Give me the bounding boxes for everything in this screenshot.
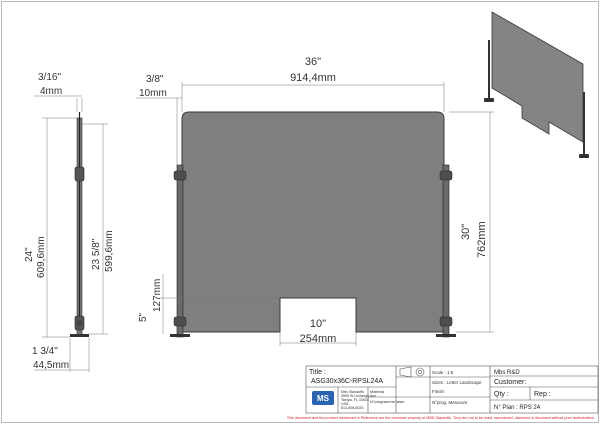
height-in-label: 30" (460, 224, 472, 240)
cutout-height-in-label: 5" (138, 312, 149, 322)
company-address-line: Tampa, FL 33634 (341, 398, 369, 402)
company-address-line: Mbs Standoffs (341, 390, 364, 394)
front-view-panel (181, 111, 445, 333)
isometric-view (484, 11, 589, 158)
front-view-left-post (176, 164, 184, 338)
company-address-line: 5595 W Lindaugh Ave (341, 394, 376, 398)
isometric-panel (491, 11, 584, 143)
post-height-mm-label: 599,6mm (104, 230, 115, 272)
base-width-mm-label: 44,5mm (33, 360, 69, 371)
department-text: Mbs R&D (494, 370, 520, 376)
company-address-line: 813-608-6025 (341, 406, 363, 410)
company-logo (312, 391, 334, 405)
disclaimer-text: This document and the product mentioned … (287, 416, 594, 420)
height-mm-label: 762mm (476, 221, 488, 258)
isometric-left-base (484, 98, 494, 102)
post-height-in-label: 23 5/8" (91, 238, 102, 270)
projection-symbol-icon (399, 366, 412, 378)
customer-label: Customer: (494, 379, 526, 386)
isometric-right-base (579, 154, 589, 158)
total-height-in-label: 24" (24, 247, 35, 262)
front-view-right-clamp-top (439, 170, 453, 181)
qty-label: Qty : (494, 391, 509, 398)
sizes-text: Sizes : Letter Landscape (432, 380, 482, 385)
base-width-in-label: 1 3/4" (32, 346, 58, 357)
post-offset-in-label: 3/8" (146, 74, 164, 85)
front-view-left-clamp-bottom (173, 316, 187, 327)
title-block-text: Title : ASG30x36C-RPSL24A MS Mbs Standof… (309, 366, 551, 411)
material-label: Material (370, 389, 384, 394)
title-block (305, 365, 599, 414)
side-view-clamp-top (74, 166, 85, 182)
thickness-in-label: 3/16" (38, 72, 61, 83)
finish-label: Finish (432, 389, 445, 394)
title-label: Title : (309, 369, 326, 376)
side-view-base (70, 334, 89, 337)
width-in-label: 36" (305, 56, 321, 68)
front-view: 36" 914,4mm 3/8" 10mm 30" 762mm 5" 127mm… (136, 56, 494, 346)
thickness-mm-label: 4mm (40, 86, 62, 97)
company-address-line: USA (341, 402, 349, 406)
scale-text: Scale : 1:5 (432, 370, 454, 375)
side-view-clamp-screw (76, 320, 83, 326)
side-view: 3/16" 4mm 24" 609,6mm 23 5/8" 599,6mm 1 … (24, 72, 115, 372)
total-height-mm-label: 609,6mm (36, 236, 47, 278)
company-logo-text: MS (317, 394, 330, 403)
plan-number: N° Plan : RPS 24 (494, 405, 541, 411)
front-view-right-base (436, 334, 456, 337)
projection-circle-icon (415, 367, 425, 377)
width-mm-label: 914,4mm (290, 72, 336, 84)
programme-label: N°programme laser (370, 399, 405, 404)
front-view-right-clamp-bottom (439, 316, 453, 327)
cutout-width-mm-label: 254mm (300, 333, 337, 345)
n-prog-text: N°prog. Mesurum (432, 400, 468, 405)
post-offset-mm-label: 10mm (139, 88, 167, 99)
cutout-width-in-label: 10" (310, 318, 326, 330)
title-value: ASG30x36C-RPSL24A (311, 378, 383, 385)
rep-label: Rep : (534, 391, 551, 398)
cutout-height-mm-label: 127mm (152, 279, 163, 312)
front-view-right-post (442, 164, 450, 338)
front-view-left-clamp-top (173, 170, 187, 181)
projection-circle-inner-icon (417, 369, 423, 375)
front-view-left-base (170, 334, 190, 337)
